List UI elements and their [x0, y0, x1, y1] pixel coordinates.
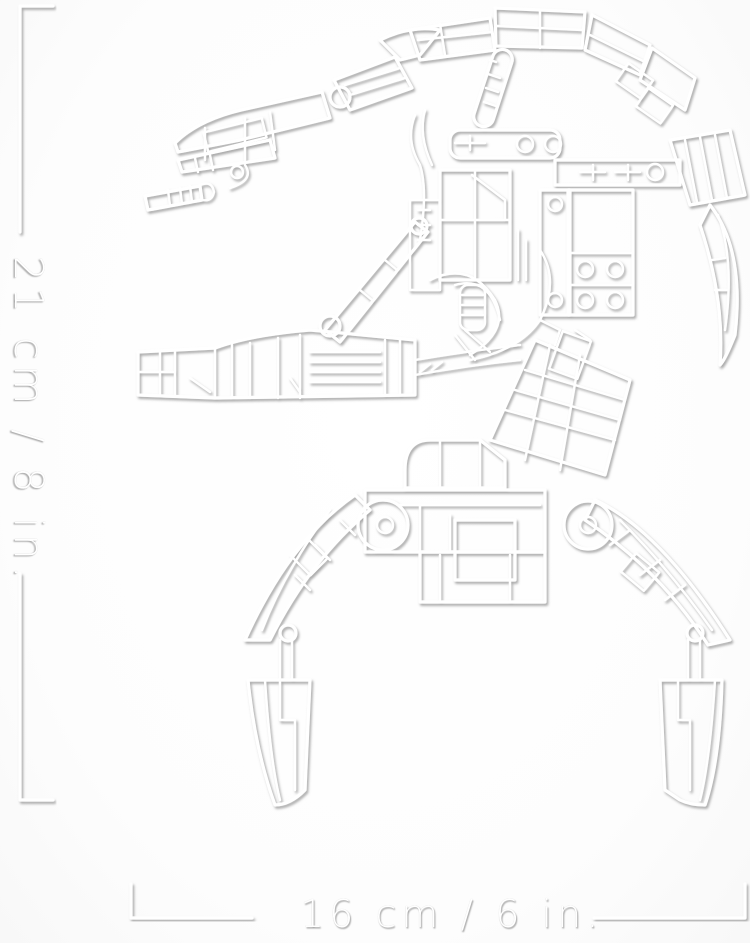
robot-hub	[356, 438, 614, 604]
right-arm	[583, 13, 747, 367]
back-shell	[488, 318, 632, 477]
left-leg	[243, 493, 372, 807]
robot-torso	[408, 108, 682, 317]
top-strut	[472, 47, 514, 129]
height-dimension-label: 21 cm / 8 in.	[5, 255, 51, 585]
width-dimension-label: 16 cm / 6 in.	[300, 892, 604, 936]
width-bracket-icon	[129, 882, 747, 920]
upper-left-arm	[173, 6, 587, 174]
upper-left-gun	[143, 163, 250, 212]
robot-figure	[136, 6, 747, 807]
lower-left-arm	[136, 216, 522, 400]
right-leg	[583, 498, 732, 807]
height-bracket-icon	[18, 4, 55, 802]
